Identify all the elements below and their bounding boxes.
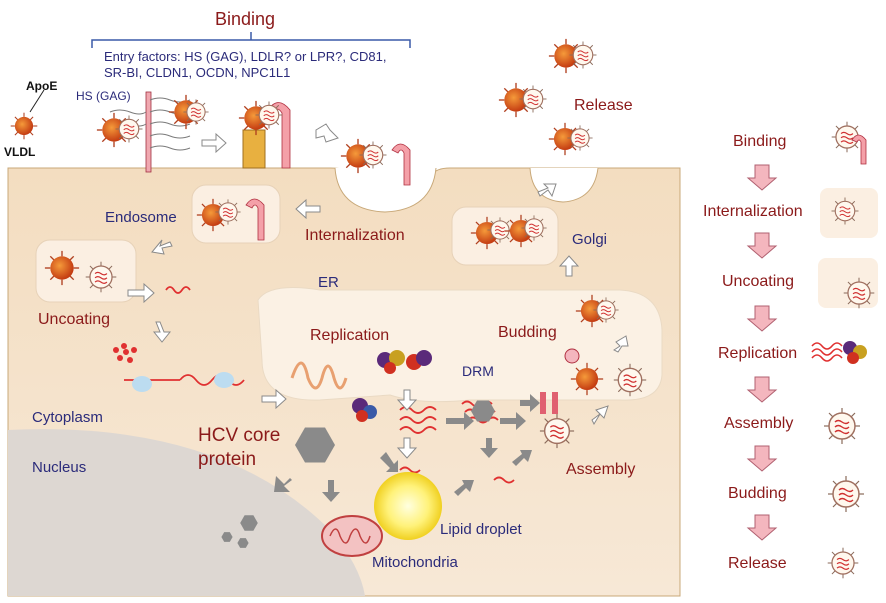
entry-factors-line1: Entry factors: HS (GAG), LDLR? or LPR?, … <box>104 49 387 64</box>
apoe-label: ApoE <box>26 79 58 93</box>
lifecycle-replication: Replication <box>718 345 798 362</box>
er-label: ER <box>318 274 339 291</box>
internalization-label: Internalization <box>305 227 405 244</box>
entry-factors-line2: SR-BI, CLDN1, OCDN, NPC1L1 <box>104 65 291 80</box>
hs-gag-label: HS (GAG) <box>76 89 131 103</box>
release-label: Release <box>574 97 633 114</box>
core-protein-line1: HCV core <box>198 425 281 446</box>
lifecycle-uncoating: Uncoating <box>722 273 795 290</box>
budding-label: Budding <box>498 324 557 341</box>
binding-title: Binding <box>215 9 276 29</box>
golgi-label: Golgi <box>572 231 608 248</box>
lifecycle-budding: Budding <box>728 485 787 502</box>
lifecycle-release: Release <box>728 555 787 572</box>
vldl-label: VLDL <box>4 145 36 159</box>
lipid-droplet-label: Lipid droplet <box>440 521 522 538</box>
drm-label: DRM <box>462 363 494 379</box>
endosome-label: Endosome <box>105 209 177 226</box>
mitochondria-label: Mitochondria <box>372 554 458 571</box>
cytoplasm-label: Cytoplasm <box>32 409 103 426</box>
lifecycle-binding: Binding <box>733 133 787 150</box>
nucleus-label: Nucleus <box>32 459 87 476</box>
er-membrane <box>257 287 663 403</box>
assembly-label: Assembly <box>566 461 636 478</box>
core-protein-line2: protein <box>198 449 257 470</box>
lifecycle-internalization: Internalization <box>703 203 803 220</box>
release-pocket <box>529 167 599 203</box>
nucleus <box>8 429 365 596</box>
lipid-droplet <box>374 472 442 540</box>
binding-bracket <box>91 39 411 48</box>
replication-label: Replication <box>310 327 390 344</box>
membrane-pocket <box>334 167 437 213</box>
mitochondria <box>321 515 383 557</box>
lifecycle-assembly: Assembly <box>724 415 794 432</box>
uncoating-label: Uncoating <box>38 311 111 328</box>
